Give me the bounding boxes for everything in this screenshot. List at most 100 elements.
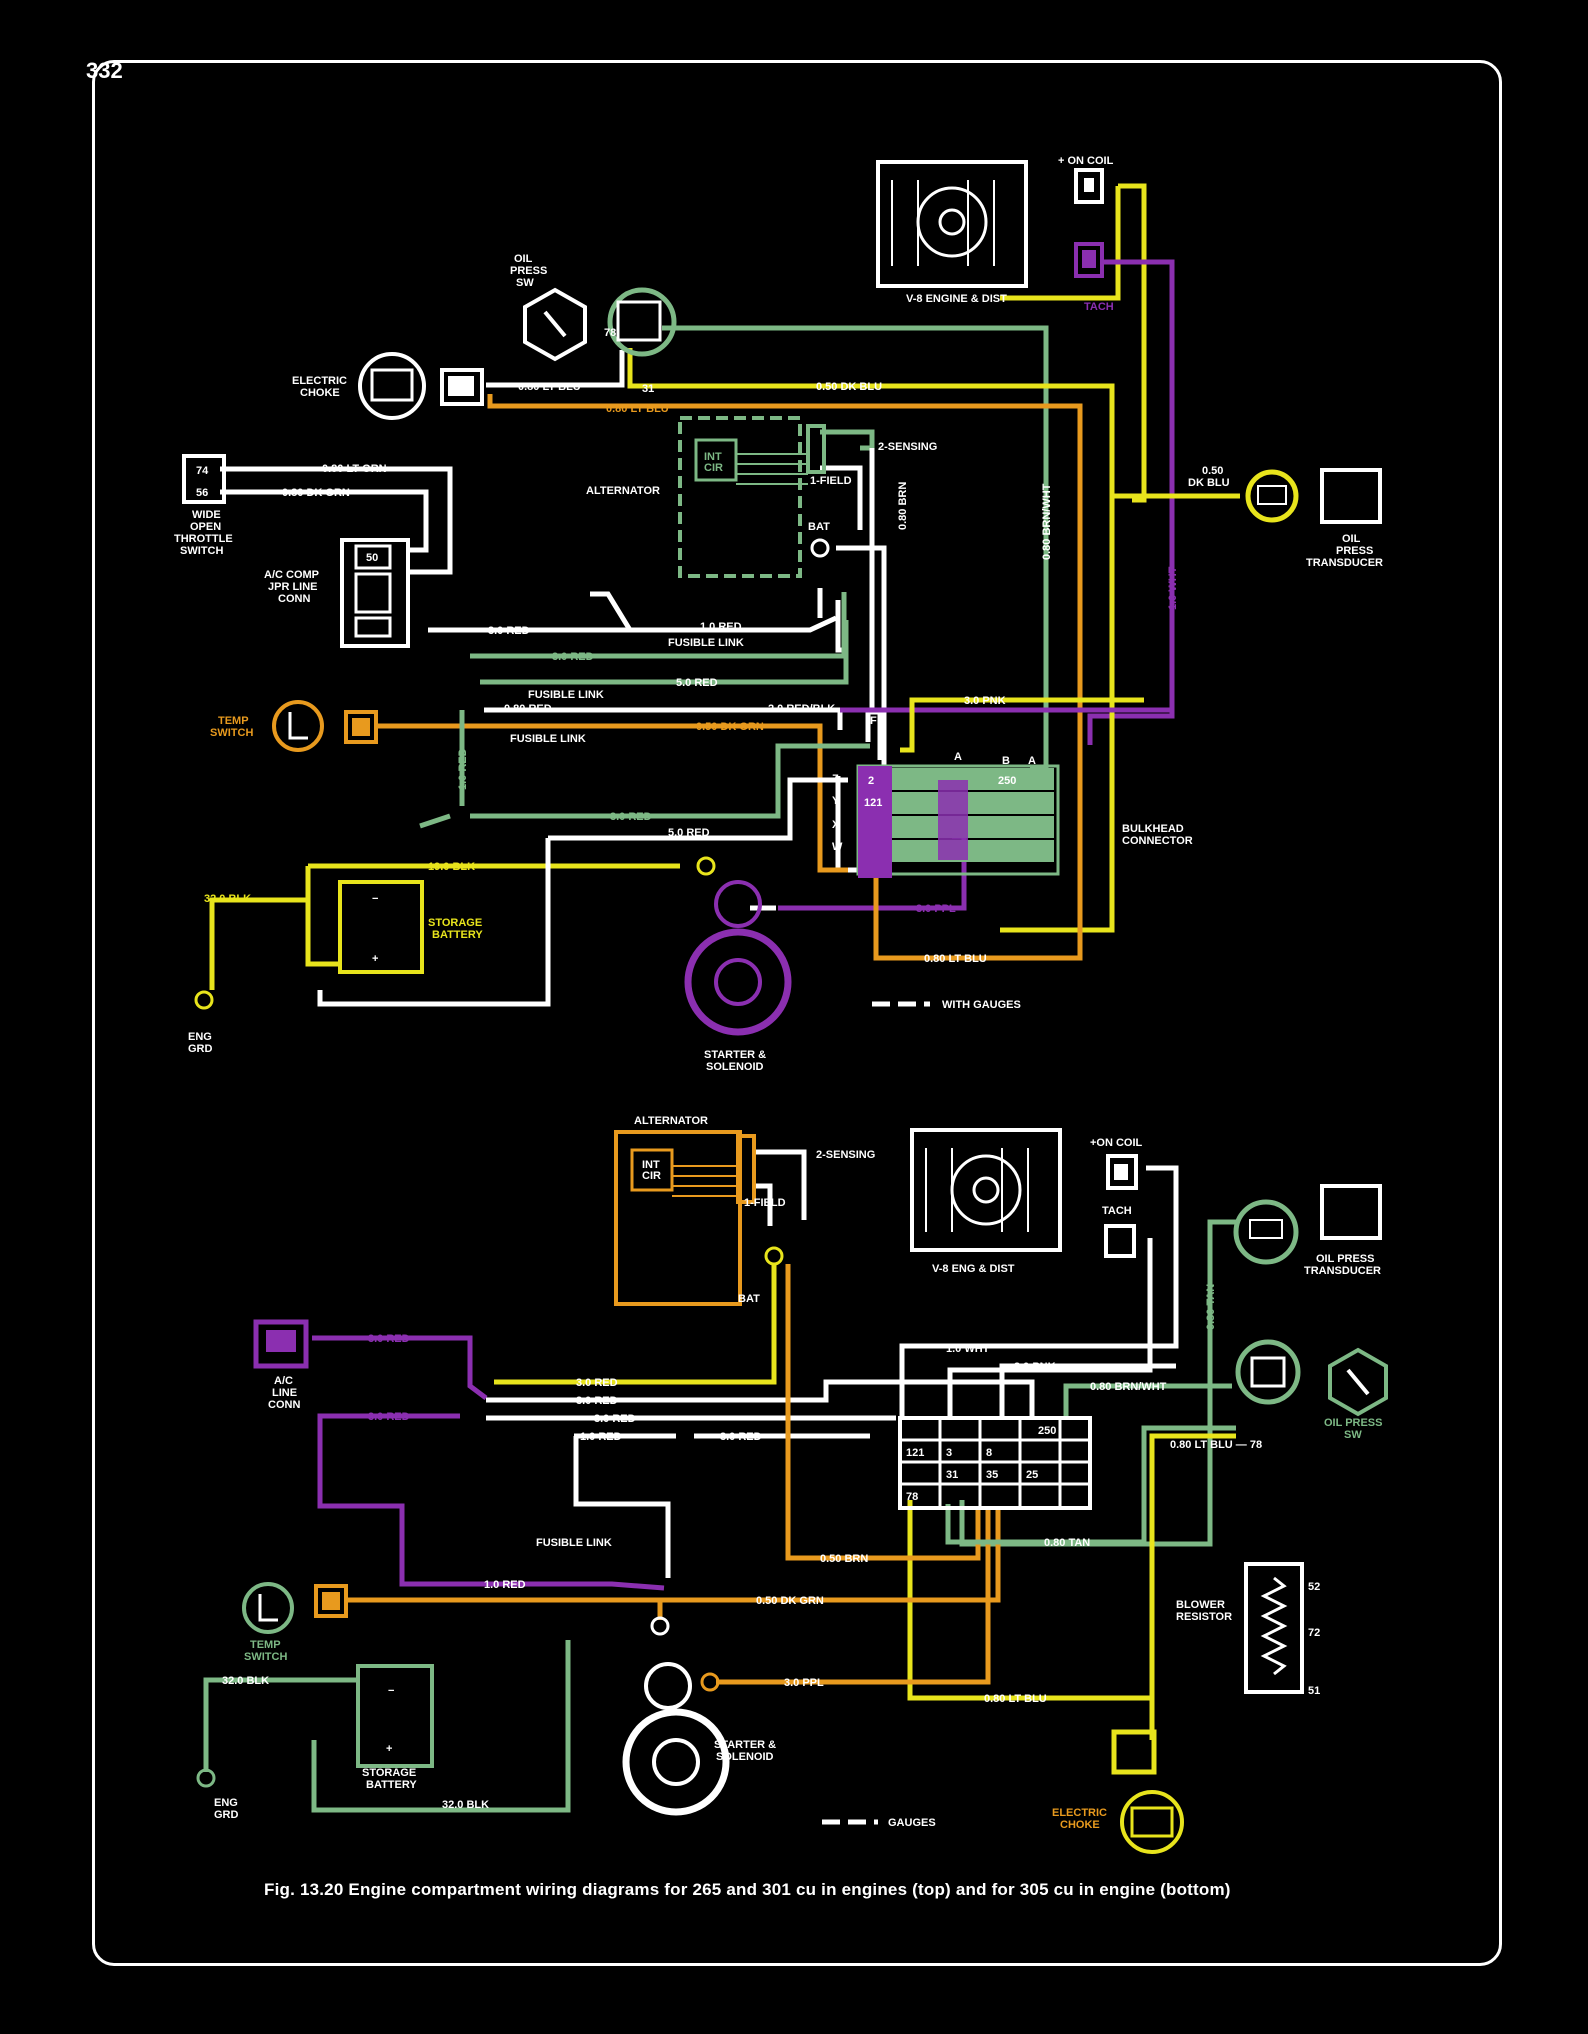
b-wire-ppl-label: 3.0 PPL: [784, 1677, 824, 1689]
wire-wot-lt-grn: [220, 466, 453, 575]
b-wire-lt-blu-b-label: 0.80 LT BLU: [984, 1693, 1047, 1705]
top-fusible-3: FUSIBLE LINK: [510, 733, 586, 745]
top-wire-ppl: 3.0 PPL: [916, 903, 956, 915]
top-wire-pnk: 3.0 PNK: [964, 695, 1006, 707]
b-pin-51: 51: [1308, 1685, 1320, 1697]
b-wire-red-g-label: 3.0 RED: [576, 1377, 618, 1389]
top-wire-brn: 0.80 BRN: [897, 482, 909, 530]
top-starter: STARTER &SOLENOID: [684, 856, 792, 1073]
top-wire-red-30: 3.0 RED: [488, 625, 530, 637]
b-battery-minus: −: [388, 1685, 394, 1697]
top-wire-red-10: 1.0 RED: [700, 621, 742, 633]
wire-3pnk: [900, 697, 1144, 753]
wire-5red-green: [480, 620, 849, 685]
wire-z-stub: [590, 588, 823, 632]
b-legend-label: GAUGES: [888, 1817, 936, 1829]
top-wire-lt-blu-b: 0.80 LT BLU: [924, 953, 987, 965]
b-wire-brn: [785, 1264, 981, 1561]
top-wire-red-30-c: 3.0 RED: [610, 811, 652, 823]
b-wire-coil: [899, 1165, 1179, 1420]
top-wire-wht: 1.0 WHT: [1167, 566, 1179, 610]
b-wire-batt-gnd: [203, 1677, 356, 1772]
top-wire-red-50: 5.0 RED: [676, 677, 718, 689]
bulk-label-x: X: [832, 819, 840, 831]
b-alt-label: ALTERNATOR: [634, 1115, 708, 1127]
top-wire-lt-grn: 0.80 LT GRN: [322, 463, 387, 475]
b-wire-red-a-label: 3.0 RED: [594, 1413, 636, 1425]
bulk-pin-121: 121: [864, 797, 882, 809]
top-pin-74: 74: [196, 465, 209, 477]
top-starter-label: STARTER &SOLENOID: [704, 1049, 766, 1073]
bottom-legend: GAUGES: [822, 1817, 936, 1829]
wire-alt-sensing: [820, 429, 875, 451]
b-bulk-3: 3: [946, 1447, 952, 1459]
bottom-distributor: V-8 ENG & DIST: [910, 1128, 1062, 1275]
wire-dk-grn-orange: [378, 723, 848, 873]
bulk-label-a1: A: [954, 751, 962, 763]
wire-batt-yellow: [209, 866, 340, 990]
top-pin-78: 78: [604, 327, 616, 339]
bulk-label-f: F: [870, 715, 877, 727]
top-alt-sensing: 2-SENSING: [878, 441, 937, 453]
b-fusible-label: FUSIBLE LINK: [536, 1537, 612, 1549]
top-oil-sender: 78 31: [604, 287, 677, 395]
b-wire-field: [752, 1183, 773, 1226]
b-wire-dk-grn: [348, 1506, 1001, 1603]
b-wire-pnk: [999, 1363, 1176, 1416]
wire-A-left: [419, 813, 451, 829]
top-alt-bat: BAT: [808, 521, 830, 533]
top-on-coil: + ON COIL: [1058, 155, 1114, 204]
b-bulk-35: 35: [986, 1469, 998, 1481]
top-legend-label: WITH GAUGES: [942, 999, 1021, 1011]
wire-coil-yellow: [1000, 183, 1147, 503]
b-wire-1red-b-label: 1.0 RED: [484, 1579, 526, 1591]
b-wire-1red-p: [410, 1581, 665, 1591]
b-wire-wht-label: 1.0 WHT: [946, 1343, 990, 1355]
top-fusible-2: FUSIBLE LINK: [528, 689, 604, 701]
b-wire-tan: [945, 1504, 1144, 1545]
b-wire-bat-g: [494, 1264, 777, 1385]
bulk-pin-2: 2: [868, 775, 874, 787]
bulk-label-a2: A: [1028, 755, 1036, 767]
bottom-coil-tach: +ON COIL TACH: [1090, 1137, 1143, 1258]
wire-alt-field: [820, 465, 863, 530]
b-alt-bat: BAT: [738, 1293, 760, 1305]
b-alt-field: 1-FIELD: [744, 1197, 786, 1209]
top-diagram: 2 121 250 Z Y X W A B A F V-8 ENGINE & D…: [174, 155, 1383, 1073]
top-wire-red-10-v: 1.0 RED: [457, 748, 469, 790]
b-wire-dk-grn-label: 0.50 DK GRN: [756, 1595, 824, 1607]
top-wire-red-30-b: 3.0 RED: [552, 651, 594, 663]
bottom-wires: [203, 1149, 1238, 1813]
b-wire-sensing: [752, 1149, 807, 1220]
b-bulk-25: 25: [1026, 1469, 1038, 1481]
top-dist-label: V-8 ENGINE & DIST: [906, 293, 1007, 305]
top-wire-red-080: 0.80 RED: [504, 703, 552, 715]
b-bulk-121: 121: [906, 1447, 924, 1459]
wire-wot-dk-grn: [220, 489, 429, 553]
b-wire-lt-blu-label: 0.80 LT BLU — 78: [1170, 1439, 1262, 1451]
wire-5red-white: [548, 777, 848, 841]
wire-alt-brn: [869, 448, 883, 760]
b-wire-e: [486, 1379, 1035, 1418]
wire-tach-purple: [1087, 259, 1175, 745]
b-battery-plus: +: [386, 1743, 392, 1755]
b-wire-3red-f-label: 3.0 RED: [720, 1431, 762, 1443]
b-wire-tan-v: [959, 1219, 1238, 1547]
top-on-coil-label: + ON COIL: [1058, 155, 1114, 167]
b-wire-1red-label: 1.0 RED: [580, 1431, 622, 1443]
wire-1red: [630, 615, 838, 633]
